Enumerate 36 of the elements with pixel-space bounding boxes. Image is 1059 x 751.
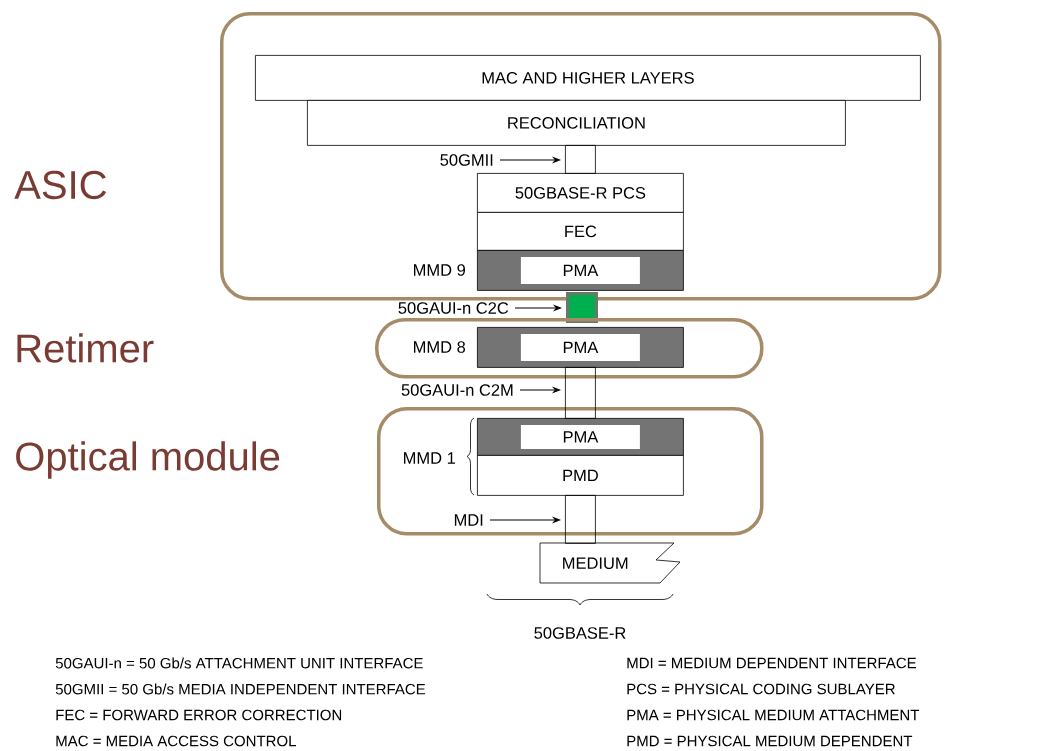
layer-box: FEC xyxy=(477,212,684,251)
definition-text: MAC = MEDIA ACCESS CONTROL xyxy=(56,735,296,747)
layer-band: PMA xyxy=(477,327,684,368)
region-label: ASIC xyxy=(14,170,107,200)
definition-text: PMA = PHYSICAL MEDIUM ATTACHMENT xyxy=(627,709,920,721)
module-label: MMD 1 xyxy=(404,452,455,464)
arrow xyxy=(514,305,562,311)
definition-text: 50GAUI-n = 50 Gb/s ATTACHMENT UNIT INTERFACE xyxy=(55,657,423,669)
interface-label: 50GAUI-n C2M xyxy=(401,384,513,396)
layer-band: PMA xyxy=(477,418,684,456)
layer-box: MAC AND HIGHER LAYERS xyxy=(255,55,921,101)
arrow xyxy=(489,517,561,523)
region-frame xyxy=(375,318,764,379)
definition-text: PCS = PHYSICAL CODING SUBLAYER xyxy=(627,683,895,695)
interface-label: 50GMII xyxy=(440,154,493,166)
definition-text: FEC = FORWARD ERROR CORRECTION xyxy=(56,709,342,721)
interface-label: 50GAUI-n C2C xyxy=(398,302,509,314)
signal-channel xyxy=(565,495,596,544)
definition-text: 50GMII = 50 Gb/s MEDIA INDEPENDENT INTERFACE xyxy=(55,683,426,695)
interface-label: MDI xyxy=(454,514,483,526)
arrow xyxy=(499,157,561,163)
layer-box: RECONCILIATION xyxy=(307,100,846,146)
layer-box: 50GBASE-R PCS xyxy=(477,173,684,213)
phy-label: 50GBASE-R xyxy=(534,627,626,639)
signal-channel xyxy=(565,367,596,419)
region-label: Optical module xyxy=(16,441,280,479)
arrow xyxy=(519,387,561,393)
signal-channel xyxy=(565,145,596,174)
layer-band: PMA xyxy=(477,250,684,291)
module-label: MMD 8 xyxy=(414,341,466,353)
definition-text: PMD = PHYSICAL MEDIUM DEPENDENT xyxy=(627,735,913,747)
region-label: Retimer xyxy=(17,333,154,363)
interface-square xyxy=(566,292,598,323)
module-label: MMD 9 xyxy=(414,264,465,276)
layer-box: PMD xyxy=(477,455,684,496)
definition-text: MDI = MEDIUM DEPENDENT INTERFACE xyxy=(627,657,916,669)
